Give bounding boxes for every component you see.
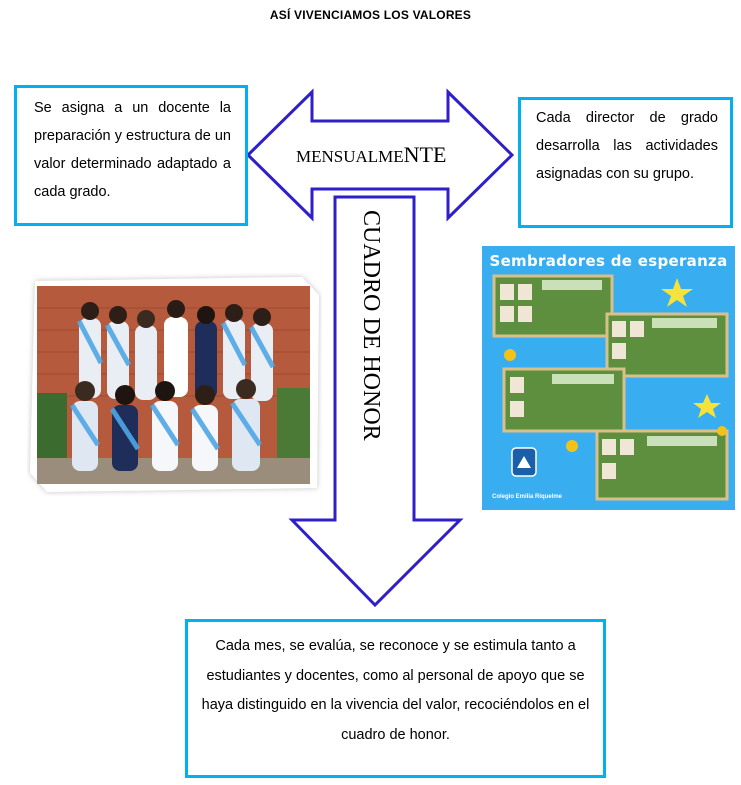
double-arrow-horizontal [245, 88, 515, 222]
arrow-label-cuadro-de-honor: CUADRO DE HONOR [358, 210, 384, 441]
box-docente-preparacion: Se asigna a un docente la preparación y … [14, 85, 248, 226]
box-cuadro-honor: Cada mes, se evalúa, se reconoce y se es… [185, 619, 606, 778]
students-group-photo [30, 277, 319, 492]
page-title: ASÍ VIVENCIAMOS LOS VALORES [269, 8, 472, 22]
collage-title: Sembradores de esperanza [489, 252, 728, 270]
collage-illustration [492, 274, 729, 501]
collage-logo-text: Colegio Emilia Riquelme [492, 494, 563, 500]
box-director-grado: Cada director de grado desarrolla las ac… [518, 97, 733, 228]
down-arrow-vertical [288, 195, 464, 608]
arrow-label-mensualmente: MENSUALMENTE [296, 142, 446, 167]
sembradores-collage: Sembradores de esperanza [482, 246, 735, 510]
